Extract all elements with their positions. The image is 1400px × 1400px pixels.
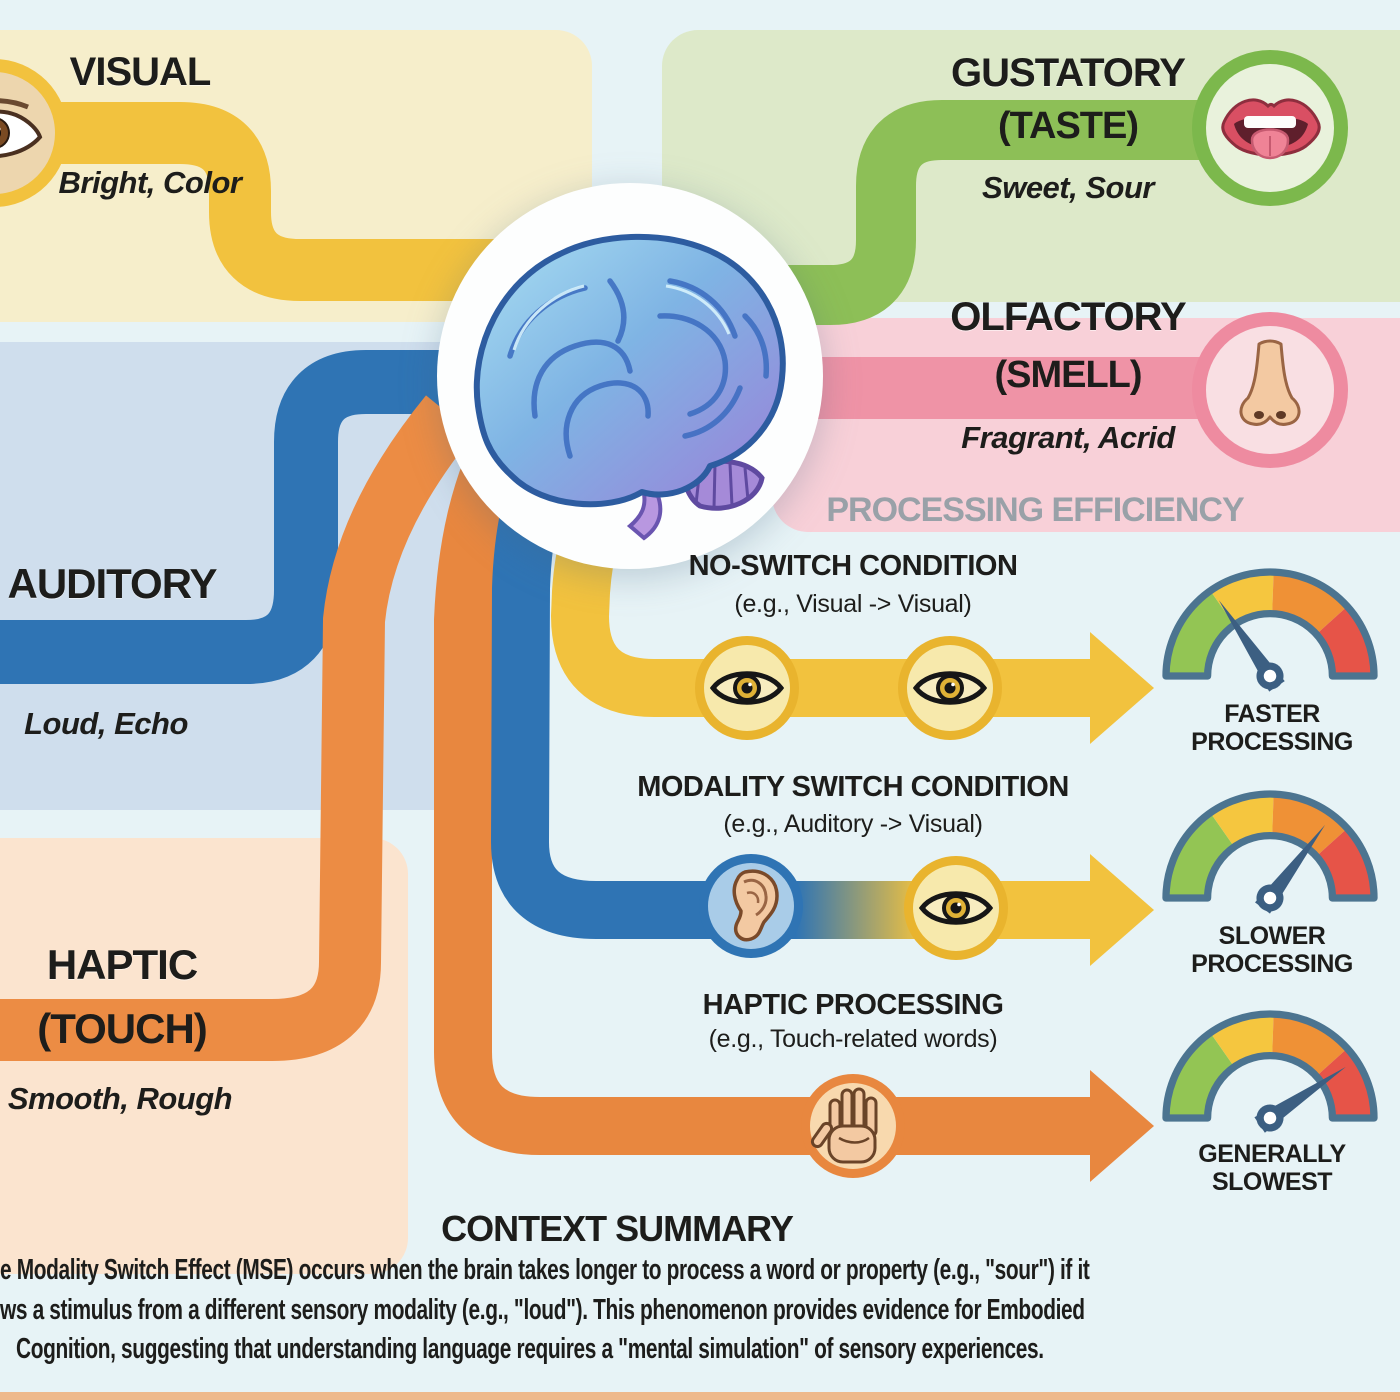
gustatory-path — [780, 100, 1216, 325]
modality-ear-badge — [699, 854, 803, 958]
no-switch-eye-badge-1 — [695, 636, 799, 740]
modality-switch-example: (e.g., Auditory -> Visual) — [723, 810, 983, 838]
summary-line-1: e Modality Switch Effect (MSE) occurs wh… — [0, 1254, 1090, 1286]
auditory-title: AUDITORY — [7, 560, 217, 607]
no-switch-eye-badge-2 — [898, 636, 1002, 740]
ear-icon — [732, 869, 779, 942]
haptic-hand-badge — [801, 1074, 905, 1178]
modality-switch-gradient — [796, 881, 922, 939]
haptic-arrowhead — [1090, 1070, 1154, 1182]
modality-paths — [0, 100, 1216, 1155]
gauge-faster-label-line2: PROCESSING — [1191, 728, 1353, 756]
mouth-icon — [1221, 98, 1321, 160]
visual-descriptor: Bright, Color — [58, 165, 242, 200]
no-switch-arrowhead — [1090, 632, 1154, 744]
gauge-slowest-label: GENERALLY SLOWEST — [1122, 1140, 1400, 1196]
eye-icon — [922, 894, 990, 923]
auditory-descriptor: Loud, Echo — [24, 706, 188, 741]
summary-line-3: Cognition, suggesting that understanding… — [16, 1333, 1044, 1365]
modality-switch-arrowhead — [1090, 854, 1154, 966]
gauge-slowest — [1162, 1010, 1378, 1133]
gauge-slowest-label-line2: SLOWEST — [1211, 1168, 1333, 1196]
visual-eye-badge — [0, 59, 68, 207]
haptic-processing-example: (e.g., Touch-related words) — [708, 1025, 998, 1053]
modality-switch-title: MODALITY SWITCH CONDITION — [637, 771, 1069, 803]
modality-eye-badge — [904, 856, 1008, 960]
haptic-path — [0, 395, 475, 1061]
bottom-strip — [0, 1392, 1400, 1400]
brain-stem — [626, 491, 663, 541]
gauge-needle — [1218, 600, 1285, 692]
gauge-faster — [1162, 568, 1378, 692]
visual-title: VISUAL — [69, 50, 212, 94]
no-switch-title: NO-SWITCH CONDITION — [688, 550, 1018, 582]
summary-line-2: ws a stimulus from a different sensory m… — [0, 1294, 1085, 1326]
haptic-subtitle: (TOUCH) — [37, 1005, 208, 1052]
visual-path — [0, 102, 520, 301]
gustatory-mouth-badge — [1192, 50, 1348, 206]
eye-icon — [916, 674, 984, 703]
brain-convolutions — [507, 278, 770, 459]
gustatory-title: GUSTATORY — [951, 51, 1186, 95]
auditory-path — [0, 350, 470, 684]
visual-eye-icon — [0, 98, 43, 158]
olfactory-title: OLFACTORY — [950, 295, 1186, 339]
haptic-title: HAPTIC — [46, 941, 198, 988]
eye-icon — [713, 674, 781, 703]
brain-highlights — [512, 284, 731, 351]
no-switch-example: (e.g., Visual -> Visual) — [734, 590, 972, 618]
olfactory-descriptor: Fragrant, Acrid — [961, 420, 1175, 455]
gauge-slower-label: SLOWER PROCESSING — [1122, 922, 1400, 978]
gustatory-descriptor: Sweet, Sour — [982, 170, 1154, 205]
gauge-needle — [1254, 1066, 1346, 1133]
gauge-faster-label-line1: FASTER — [1224, 700, 1320, 728]
hand-icon — [810, 1087, 878, 1164]
nose-icon — [1239, 339, 1301, 426]
gauge-slower-label-line2: PROCESSING — [1191, 950, 1353, 978]
brain-icon — [437, 183, 823, 569]
processing-efficiency-header: PROCESSING EFFICIENCY — [826, 491, 1244, 529]
gauge-faster-label: FASTER PROCESSING — [1122, 700, 1400, 756]
olfactory-subtitle: (SMELL) — [994, 354, 1142, 396]
gauge-slowest-label-line1: GENERALLY — [1198, 1140, 1346, 1168]
gustatory-subtitle: (TASTE) — [997, 105, 1139, 147]
gauge-needle — [1255, 824, 1326, 914]
olfactory-nose-badge — [1192, 312, 1348, 468]
context-summary-title: CONTEXT SUMMARY — [441, 1208, 794, 1249]
haptic-processing-title: HAPTIC PROCESSING — [702, 989, 1004, 1021]
gauge-slower — [1162, 790, 1378, 914]
haptic-descriptor: Smooth, Rough — [7, 1081, 233, 1116]
gauge-slower-label-line1: SLOWER — [1218, 922, 1326, 950]
